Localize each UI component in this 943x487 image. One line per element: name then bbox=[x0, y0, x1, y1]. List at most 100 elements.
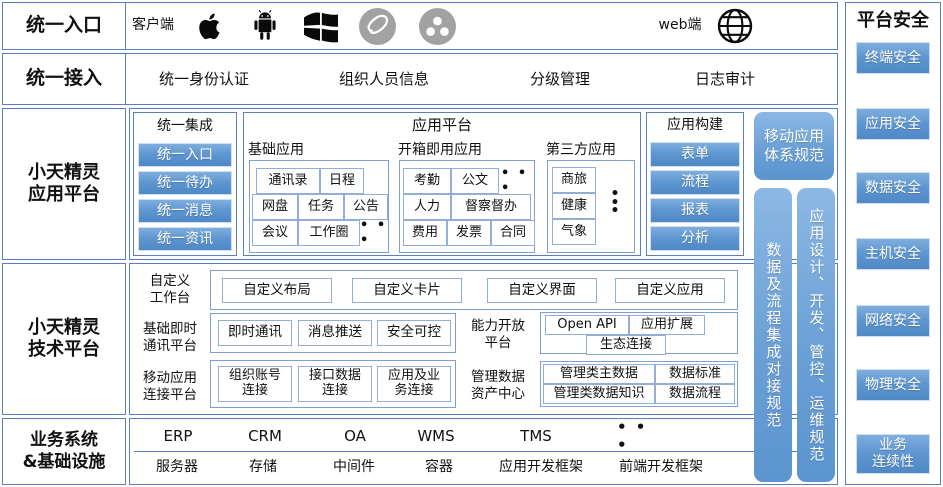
business-system-crm: CRM bbox=[248, 426, 282, 445]
app-build-item-3[interactable]: 分析 bbox=[650, 226, 740, 251]
ready-app-tile-feiyong[interactable]: 费用 bbox=[403, 220, 447, 246]
data-process-spec-band: 数据及流程集成对接规范 bbox=[754, 188, 792, 482]
business-continuity-line2: 连续性 bbox=[872, 454, 914, 470]
mobile-connect-label-line2: 连接平台 bbox=[143, 387, 197, 403]
workbench-item-app[interactable]: 自定义应用 bbox=[615, 278, 725, 303]
api-data-line2: 连接 bbox=[321, 383, 348, 398]
integration-item-2[interactable]: 统一消息 bbox=[138, 199, 232, 223]
third-party-tile-shanglv[interactable]: 商旅 bbox=[552, 167, 596, 193]
ready-app-tile-renli[interactable]: 人力 bbox=[403, 194, 451, 220]
capability-label-line2: 平台 bbox=[484, 335, 512, 351]
app-business-line2: 务连接 bbox=[394, 383, 434, 398]
data-asset-item-master-data[interactable]: 管理类主数据 bbox=[543, 364, 655, 384]
mobile-connect-item-app-business[interactable]: 应用及业 务连接 bbox=[377, 366, 451, 402]
apple-icon bbox=[192, 8, 228, 44]
basic-app-tile-renwu[interactable]: 任务 bbox=[298, 194, 344, 220]
basic-app-tile-huiyi[interactable]: 会议 bbox=[252, 220, 298, 246]
platform-security-title: 平台安全 bbox=[857, 9, 929, 31]
basic-app-tile-richeng[interactable]: 日程 bbox=[320, 168, 364, 194]
app-build-item-2[interactable]: 报表 bbox=[650, 198, 740, 223]
workbench-item-ui[interactable]: 自定义界面 bbox=[487, 278, 597, 303]
ready-app-tile-hetong[interactable]: 合同 bbox=[491, 220, 535, 246]
im-item-security[interactable]: 安全可控 bbox=[377, 320, 451, 346]
tech-section-label-workbench: 自定义 工作台 bbox=[133, 272, 207, 308]
business-system-tms: TMS bbox=[520, 426, 552, 445]
security-item-business-continuity[interactable]: 业务 连续性 bbox=[856, 434, 930, 474]
tech-section-label-mobile-connect: 移动应用 连接平台 bbox=[133, 369, 207, 405]
windows-icon bbox=[302, 9, 340, 43]
workbench-item-layout[interactable]: 自定义布局 bbox=[222, 278, 332, 303]
dingtalk-icon bbox=[419, 8, 456, 45]
row-label-business: 业务系统 &基础设施 bbox=[2, 418, 126, 485]
app-business-line1: 应用及业 bbox=[387, 368, 440, 384]
row-label-unified-access: 统一接入 bbox=[2, 53, 126, 105]
app-build-item-1[interactable]: 流程 bbox=[650, 170, 740, 195]
unified-integration-title: 统一集成 bbox=[157, 118, 213, 135]
im-label-line2: 通讯平台 bbox=[143, 338, 197, 354]
im-item-instant-message[interactable]: 即时通讯 bbox=[218, 320, 292, 346]
security-item-physical[interactable]: 物理安全 bbox=[856, 369, 930, 401]
security-item-terminal[interactable]: 终端安全 bbox=[856, 42, 930, 74]
row-label-app-platform: 小天精灵 应用平台 bbox=[2, 108, 126, 260]
mobile-connect-item-org-account[interactable]: 组织账号 连接 bbox=[218, 366, 292, 402]
capability-label: 能力开放 平台 bbox=[460, 317, 536, 353]
data-asset-item-standard[interactable]: 数据标准 bbox=[655, 364, 735, 384]
integration-item-0[interactable]: 统一入口 bbox=[138, 143, 232, 167]
access-item-3: 日志审计 bbox=[694, 69, 755, 88]
capability-item-ecosystem[interactable]: 生态连接 bbox=[586, 335, 666, 355]
infra-item-server: 服务器 bbox=[156, 459, 198, 476]
workbench-label-line2: 工作台 bbox=[149, 290, 191, 306]
wechat-miniprogram-icon bbox=[359, 8, 396, 45]
data-asset-item-flow[interactable]: 数据流程 bbox=[655, 384, 735, 404]
tech-platform-label-line2: 技术平台 bbox=[28, 339, 100, 360]
basic-app-tile-gonggao[interactable]: 公告 bbox=[344, 194, 388, 220]
dot-1: • bbox=[610, 185, 620, 202]
integration-item-1[interactable]: 统一待办 bbox=[138, 171, 232, 195]
security-item-network[interactable]: 网络安全 bbox=[856, 305, 930, 337]
workbench-label-line1: 自定义 bbox=[149, 273, 191, 290]
access-item-1: 组织人员信息 bbox=[338, 69, 429, 88]
business-systems-ellipsis: • • • bbox=[617, 418, 648, 454]
security-item-data[interactable]: 数据安全 bbox=[856, 172, 930, 204]
ready-app-tile-fapiao[interactable]: 发票 bbox=[447, 220, 491, 246]
basic-apps-ellipsis: • • • bbox=[360, 218, 388, 248]
ready-app-tile-kaoqin[interactable]: 考勤 bbox=[403, 168, 451, 194]
data-asset-label-line1: 管理数据 bbox=[471, 369, 525, 386]
ready-app-tile-gongwen[interactable]: 公文 bbox=[451, 168, 499, 194]
basic-app-tile-gongzuoquan[interactable]: 工作圈 bbox=[298, 220, 360, 246]
dot-2: • bbox=[610, 194, 620, 211]
third-party-tile-jiankang[interactable]: 健康 bbox=[552, 193, 596, 219]
infra-item-middleware: 中间件 bbox=[333, 459, 375, 476]
dot-3: • bbox=[610, 203, 620, 220]
basic-app-tile-wangpan[interactable]: 网盘 bbox=[252, 194, 298, 220]
integration-item-3[interactable]: 统一资讯 bbox=[138, 227, 232, 251]
infra-item-storage: 存储 bbox=[249, 459, 277, 476]
third-party-tile-qixiang[interactable]: 气象 bbox=[552, 219, 596, 245]
security-item-application[interactable]: 应用安全 bbox=[856, 108, 930, 140]
workbench-item-card[interactable]: 自定义卡片 bbox=[352, 278, 462, 303]
access-item-2: 分级管理 bbox=[529, 69, 590, 88]
mobile-spec-line2: 体系规范 bbox=[763, 146, 824, 164]
ready-apps-ellipsis: • • • bbox=[501, 166, 529, 196]
app-build-item-0[interactable]: 表单 bbox=[650, 142, 740, 167]
client-label: 客户端 bbox=[132, 17, 174, 34]
security-item-host[interactable]: 主机安全 bbox=[856, 238, 930, 270]
capability-item-open-api[interactable]: Open API bbox=[545, 315, 629, 335]
mobile-connect-item-api-data[interactable]: 接口数据 连接 bbox=[298, 366, 372, 402]
capability-item-extension[interactable]: 应用扩展 bbox=[629, 315, 705, 335]
business-divider bbox=[134, 451, 834, 452]
data-asset-label: 管理数据 资产中心 bbox=[458, 368, 538, 404]
capability-label-line1: 能力开放 bbox=[471, 318, 525, 335]
tech-platform-label-line1: 小天精灵 bbox=[28, 316, 100, 338]
infra-item-frontend-framework: 前端开发框架 bbox=[619, 459, 703, 476]
im-item-push[interactable]: 消息推送 bbox=[298, 320, 372, 346]
app-build-title: 应用构建 bbox=[667, 117, 723, 134]
ready-app-tile-ducha[interactable]: 督察督办 bbox=[451, 194, 531, 220]
basic-app-tile-tongxunlu[interactable]: 通讯录 bbox=[256, 168, 320, 194]
row-unified-access bbox=[2, 53, 838, 105]
globe-icon bbox=[716, 7, 754, 45]
third-party-ellipsis: • • • bbox=[606, 180, 624, 226]
data-asset-item-knowledge[interactable]: 管理类数据知识 bbox=[543, 384, 655, 404]
app-design-spec-band: 应用设计、开发、管控、运维规范 bbox=[797, 188, 835, 482]
